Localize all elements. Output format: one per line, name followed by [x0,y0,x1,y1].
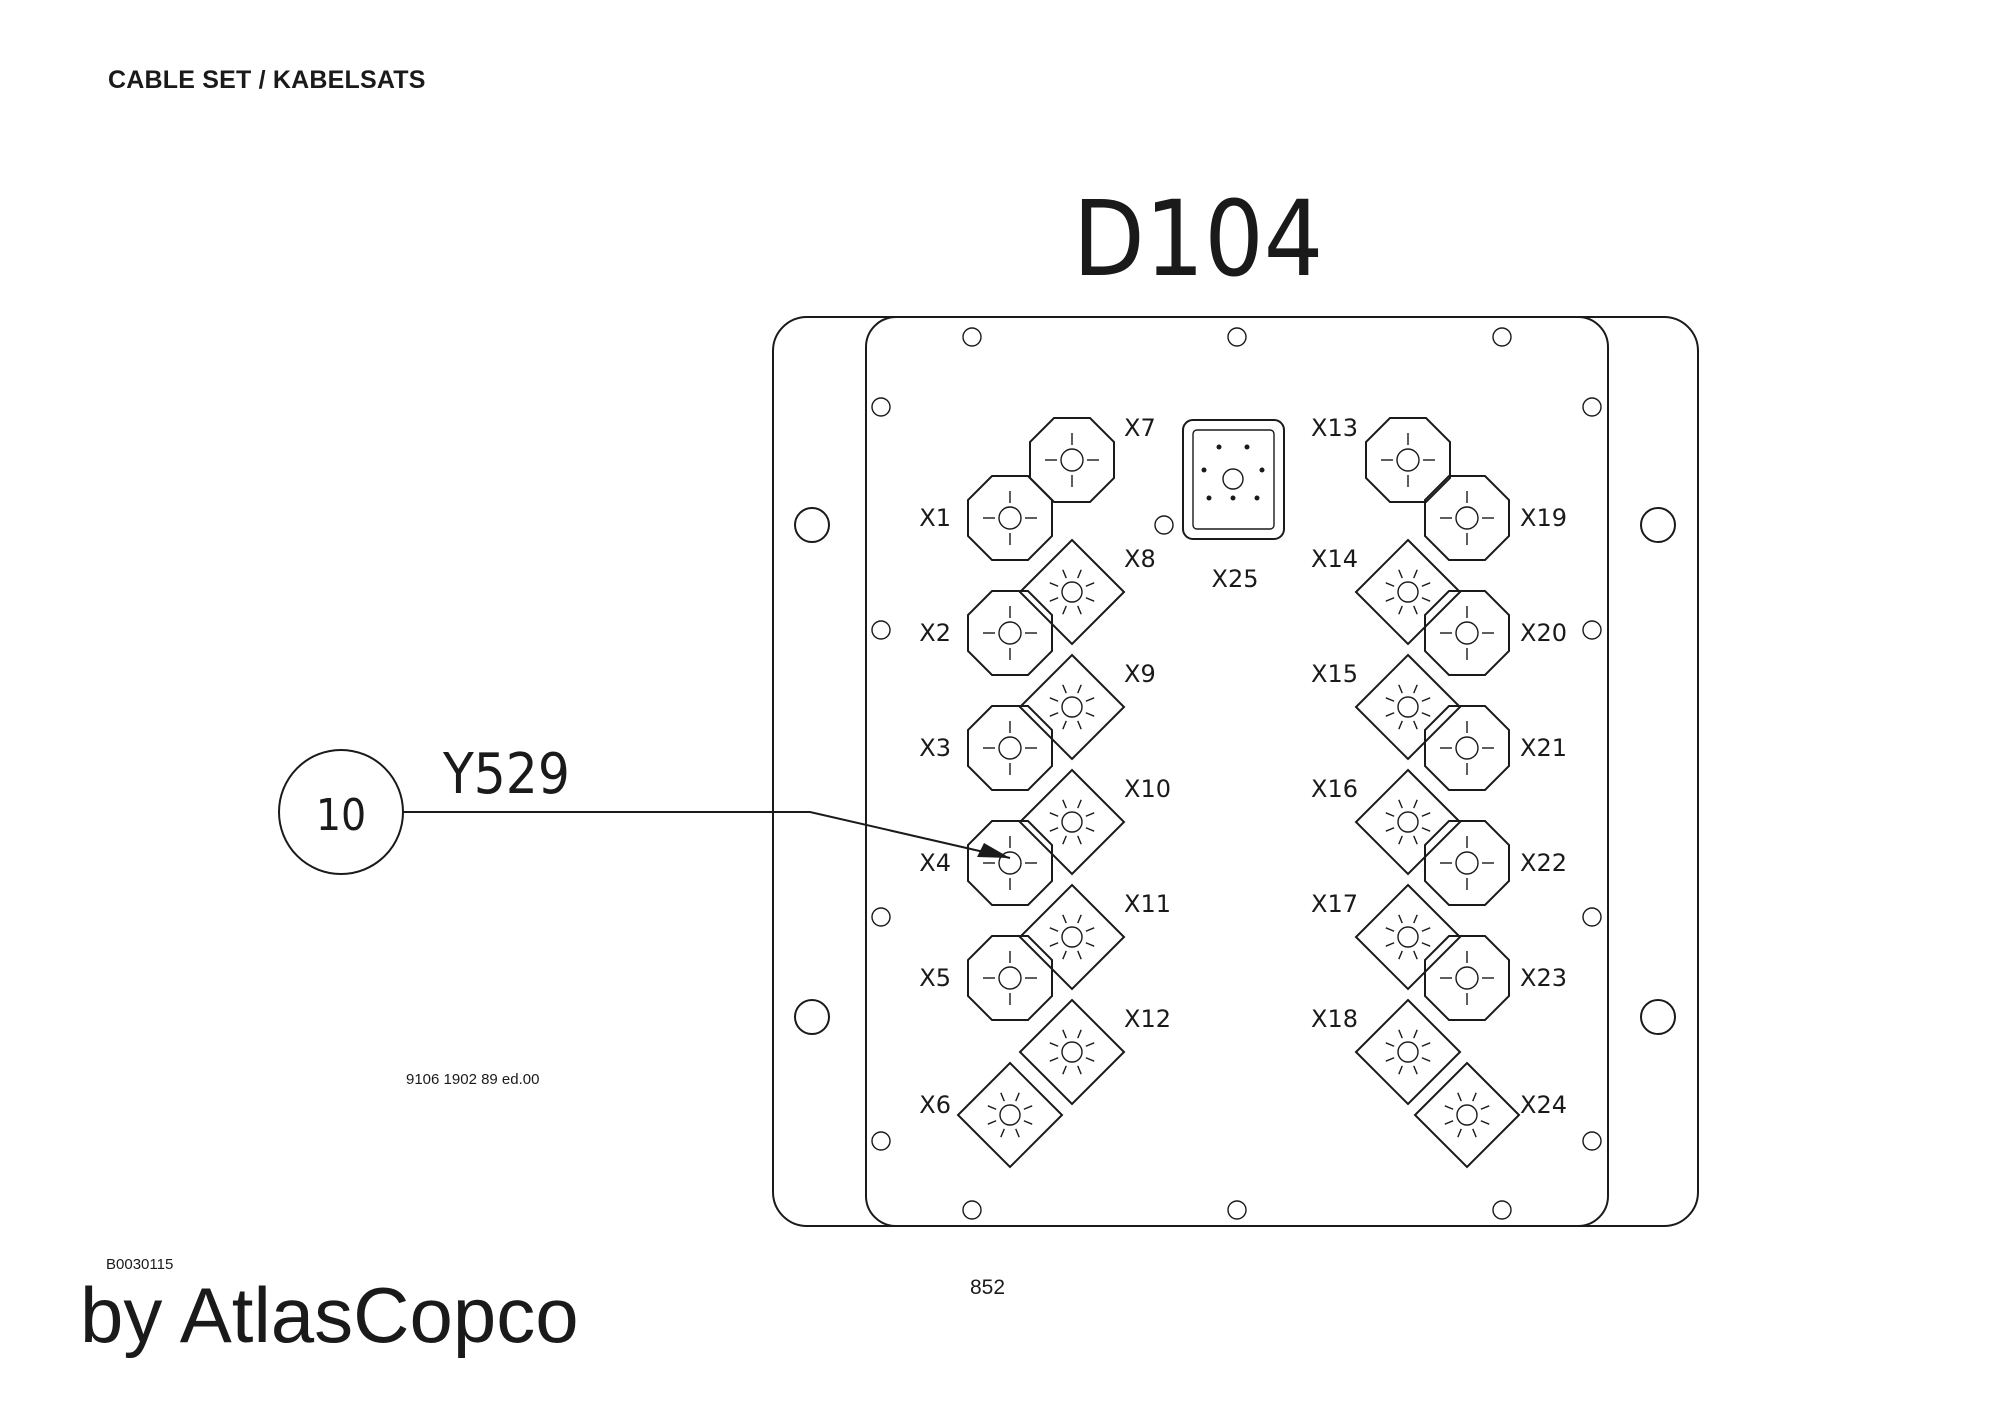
connector-label: X16 [1311,775,1358,803]
brand-logo-text: by AtlasCopco [80,1271,579,1359]
document-number: 9106 1902 89 ed.00 [406,1071,540,1088]
connector-label: X20 [1520,619,1567,647]
connector-x2 [967,590,1053,676]
mounting-hole [1640,999,1676,1035]
mounting-hole [794,507,830,543]
connector-x10 [1018,768,1126,876]
connector-x18 [1354,998,1462,1106]
connector-label: X24 [1520,1091,1567,1119]
inner-housing [865,316,1609,1227]
connector-label: X6 [919,1091,951,1119]
connector-x17 [1354,883,1462,991]
mounting-hole [794,999,830,1035]
connector-label: X22 [1520,849,1567,877]
connector-x3 [967,705,1053,791]
unit-title: D104 [1073,178,1324,300]
connector-label: X18 [1311,1005,1358,1033]
connector-x16 [1354,768,1462,876]
connector-x4 [967,820,1053,906]
connector-x20 [1424,590,1510,676]
connector-label: X11 [1124,890,1171,918]
connector-label: X3 [919,734,951,762]
connector-x8 [1018,538,1126,646]
connector-x24 [1413,1061,1521,1169]
connector-x6 [956,1061,1064,1169]
connector-label: X13 [1311,414,1358,442]
connector-label: X23 [1520,964,1567,992]
connector-x19 [1424,475,1510,561]
connector-x5 [967,935,1053,1021]
connector-label: X14 [1311,545,1358,573]
connector-label: X10 [1124,775,1171,803]
connector-label: X4 [919,849,951,877]
connector-x13 [1365,417,1451,503]
outer-mounting-plate [772,316,1699,1227]
connector-label: X1 [919,504,951,532]
connector-x11 [1018,883,1126,991]
mounting-hole [1640,507,1676,543]
connector-label: X21 [1520,734,1567,762]
screw-holes [871,327,1602,1220]
leader-arrowhead [977,843,1010,858]
callout-label: Y529 [442,742,570,807]
leader-line [403,811,1011,859]
connector-x15 [1354,653,1462,761]
connector-label: X5 [919,964,951,992]
connector-label: X15 [1311,660,1358,688]
connector-label: X17 [1311,890,1358,918]
connector-label: X8 [1124,545,1156,573]
connector-label: X7 [1124,414,1156,442]
mounting-holes [794,507,1676,1035]
connector-x21 [1424,705,1510,791]
connector-x22 [1424,820,1510,906]
connector-label: X25 [1212,565,1259,593]
callout: 10 Y529 [278,742,1011,875]
connector-array: X1X2X3X4X5X6X7X8X9X10X11X12X13X14X15X16X… [919,414,1567,1169]
page-number: 852 [970,1276,1006,1299]
connector-x9 [1018,653,1126,761]
page-title: CABLE SET / KABELSATS [108,66,426,94]
connector-x23 [1424,935,1510,1021]
callout-number: 10 [316,790,366,841]
reference-code: B0030115 [106,1256,174,1273]
connector-label: X2 [919,619,951,647]
connector-label: X19 [1520,504,1567,532]
connector-x25: X25 [1182,419,1285,593]
connector-label: X9 [1124,660,1156,688]
connector-x14 [1354,538,1462,646]
connector-x12 [1018,998,1126,1106]
connector-x7 [1029,417,1115,503]
connector-label: X12 [1124,1005,1171,1033]
